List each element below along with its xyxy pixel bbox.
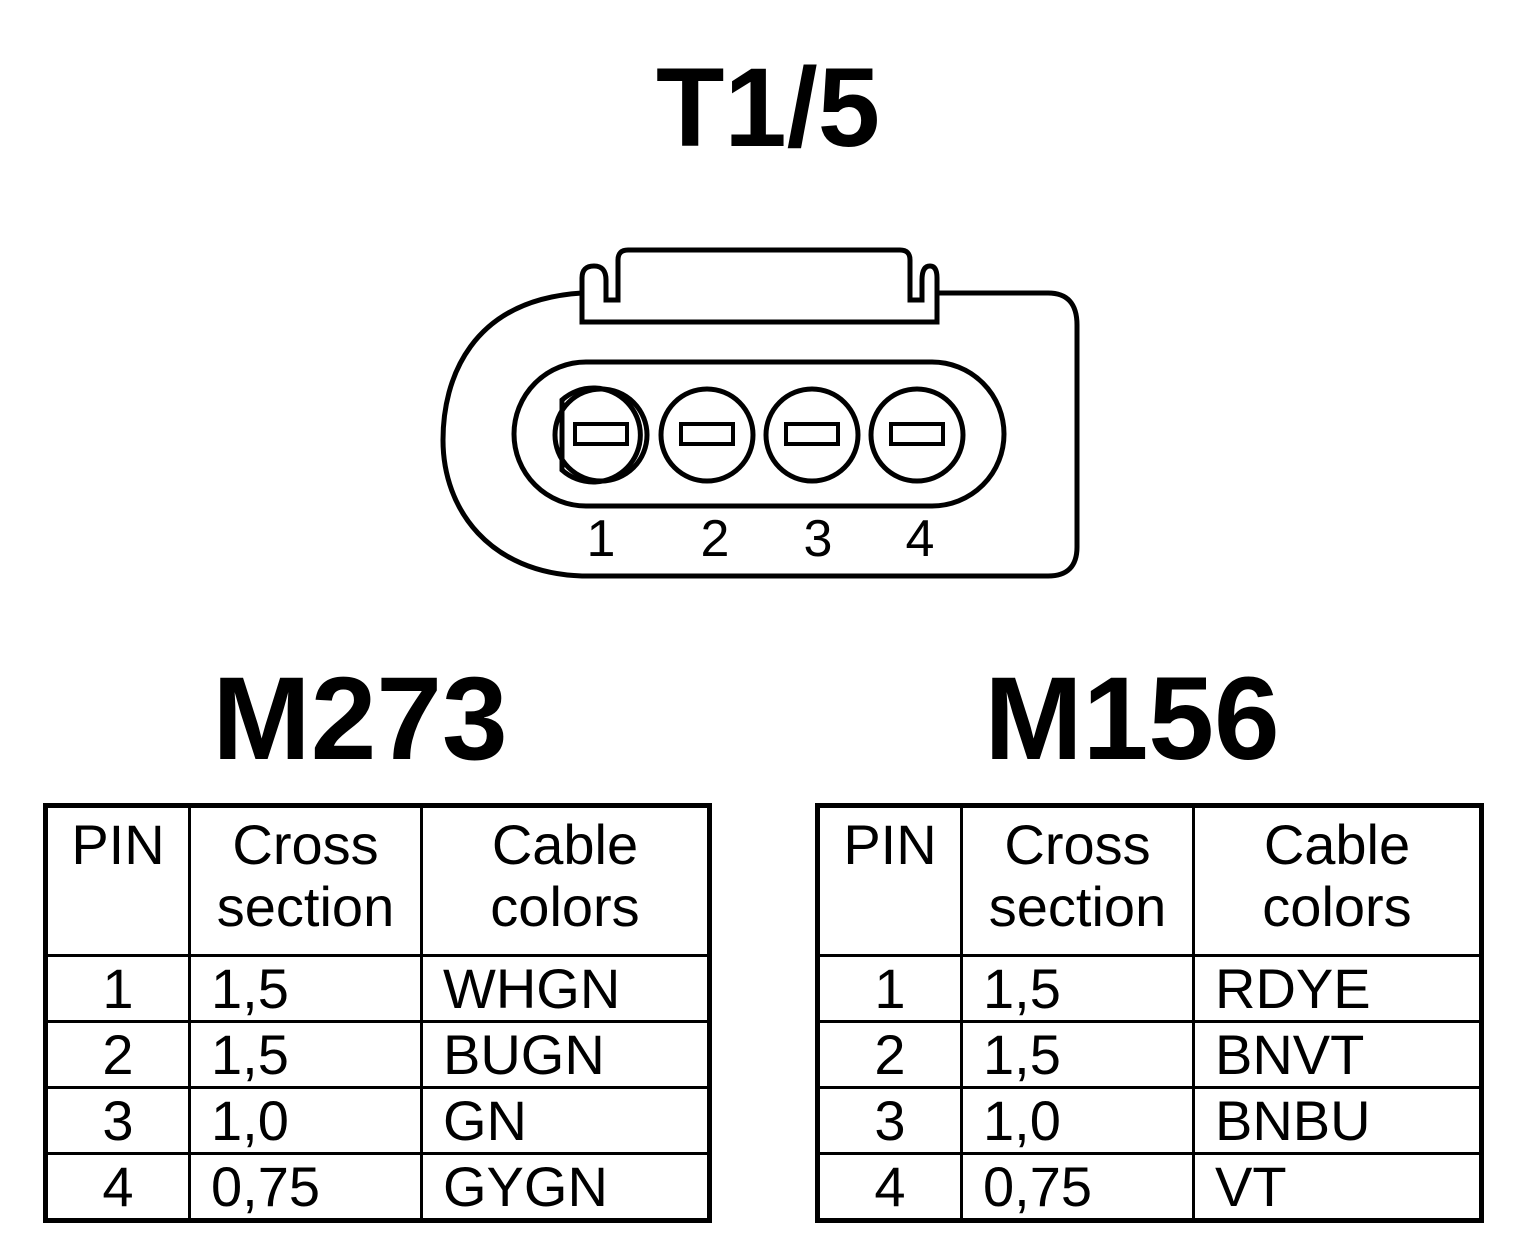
pin-1 <box>552 385 650 485</box>
pin-number-4: 4 <box>906 510 935 568</box>
cross-section-cell: 0,75 <box>188 1152 423 1222</box>
table-row: 1 1,5 WHGN <box>44 954 711 1023</box>
table-row: 2 1,5 BUGN <box>44 1020 711 1089</box>
cable-color-cell: GYGN <box>420 1152 711 1222</box>
cross-section-cell: 0,75 <box>960 1152 1195 1222</box>
cross-section-cell: 1,5 <box>960 1020 1195 1089</box>
pin-cavity <box>511 359 1007 509</box>
pin-cell: 4 <box>44 1152 191 1222</box>
pin-cell: 2 <box>816 1020 963 1089</box>
cross-section-cell: 1,0 <box>188 1086 423 1155</box>
pin-number-2: 2 <box>701 510 730 568</box>
pin-4 <box>868 386 966 484</box>
pin-number-3: 3 <box>804 510 833 568</box>
pin-cell: 3 <box>816 1086 963 1155</box>
header-pin: PIN <box>816 804 963 957</box>
cross-section-cell: 1,5 <box>960 954 1195 1023</box>
cross-section-cell: 1,5 <box>188 1020 423 1089</box>
table-row: 3 1,0 GN <box>44 1086 711 1155</box>
cross-section-cell: 1,0 <box>960 1086 1195 1155</box>
connector-title: T1/5 <box>655 45 881 170</box>
connector-diagram: 1 2 3 4 <box>440 247 1080 579</box>
pin-cell: 3 <box>44 1086 191 1155</box>
pin-2 <box>658 386 756 484</box>
pin-cell: 1 <box>816 954 963 1023</box>
cable-color-cell: GN <box>420 1086 711 1155</box>
m156-title: M156 <box>984 653 1280 785</box>
pin-cell: 1 <box>44 954 191 1023</box>
table-row: 4 0,75 GYGN <box>44 1152 711 1222</box>
cable-color-cell: BUGN <box>420 1020 711 1089</box>
table-row: 2 1,5 BNVT <box>816 1020 1483 1089</box>
m273-title: M273 <box>212 653 508 785</box>
header-pin: PIN <box>44 804 191 957</box>
cable-color-cell: VT <box>1192 1152 1483 1222</box>
table-row: 4 0,75 VT <box>816 1152 1483 1222</box>
cable-color-cell: BNVT <box>1192 1020 1483 1089</box>
cable-color-cell: RDYE <box>1192 954 1483 1023</box>
table-row: 1 1,5 RDYE <box>816 954 1483 1023</box>
cable-color-cell: BNBU <box>1192 1086 1483 1155</box>
cross-section-cell: 1,5 <box>188 954 423 1023</box>
connector-latch <box>579 247 940 325</box>
pin-number-1: 1 <box>587 510 616 568</box>
connector-housing <box>440 290 1080 579</box>
pin-cell: 2 <box>44 1020 191 1089</box>
pin-3 <box>763 386 861 484</box>
table-row: 3 1,0 BNBU <box>816 1086 1483 1155</box>
cable-color-cell: WHGN <box>420 954 711 1023</box>
pin-cell: 4 <box>816 1152 963 1222</box>
